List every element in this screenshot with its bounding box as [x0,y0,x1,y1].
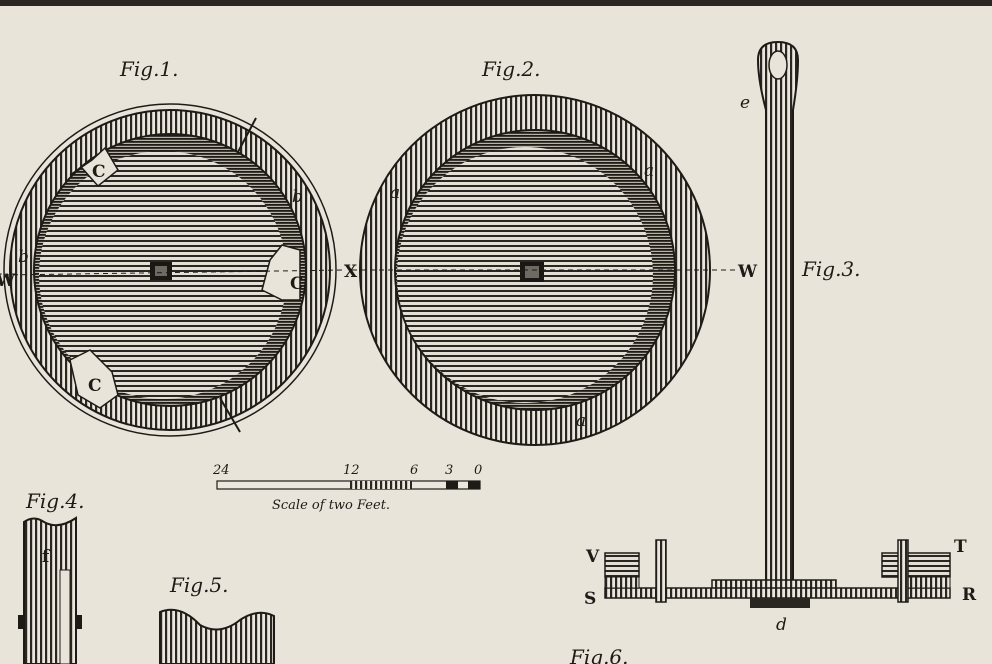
fig2-letter-w: W [737,262,758,282]
fig5-label: Fig.5. [169,573,229,597]
plate-border [0,0,992,6]
fig3-letter-d: d [776,615,787,635]
fig3-letter-s: S [584,589,596,609]
fig1-letter-w: W [0,271,16,291]
fig2-letter-a-right: a [644,161,654,181]
fig6-label: Fig.6. [569,645,629,664]
fig5-drawing [159,608,275,664]
scale-tick-24: 24 [212,463,230,478]
fig1-letter-b-left: b [18,247,29,267]
scale-tick-3: 3 [445,463,453,478]
fig1-drawing [3,103,346,437]
fig1-label: Fig.1. [119,57,179,81]
fig4-letter-f: f [42,547,51,567]
fig2-letter-a-bottom: a [576,411,586,431]
scale-tick-0: 0 [474,463,482,478]
fig4-label: Fig.4. [25,489,85,513]
fig1-letter-c-bottom: C [88,376,102,396]
fig2-drawing [352,94,738,446]
fig1-letter-c-top: C [92,162,106,182]
fig2-letter-a-left: a [390,183,400,203]
scale-bar [216,480,481,490]
fig3-letter-e: e [740,93,750,113]
scale-caption: Scale of two Feet. [272,498,390,513]
fig1-letter-x: X [344,262,358,282]
scale-tick-12: 12 [343,463,360,478]
fig3-letter-t: T [954,537,967,557]
fig3-drawing [604,40,951,608]
fig3-label: Fig.3. [801,257,861,281]
fig3-letter-r: R [962,585,977,605]
fig3-letter-v: V [585,547,600,567]
fig1-letter-b-right: b [292,187,303,207]
fig1-letter-c-right: C [290,274,304,294]
fig2-label: Fig.2. [481,57,541,81]
fig4-drawing [18,516,82,664]
scale-tick-6: 6 [410,463,418,478]
